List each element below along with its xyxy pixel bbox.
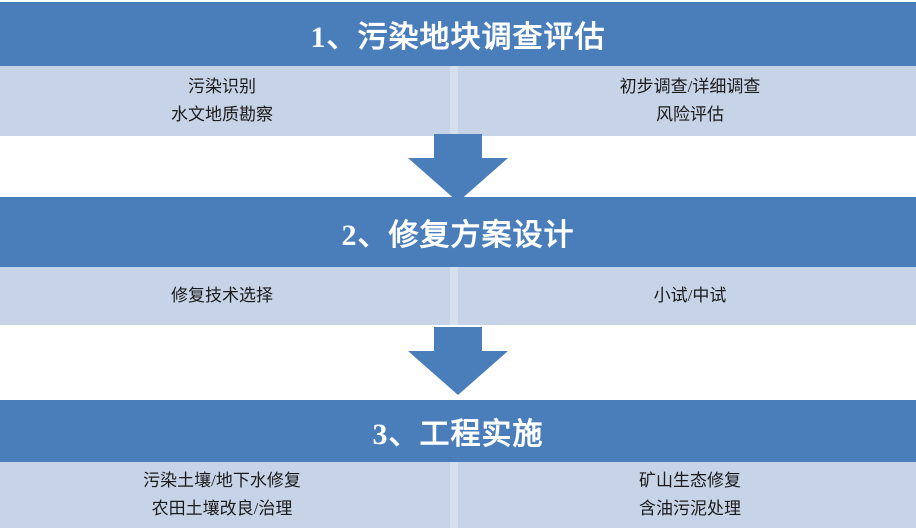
down-arrow-icon xyxy=(408,327,508,395)
stage-3-title: 3、工程实施 xyxy=(0,400,916,462)
stage-1: 1、污染地块调查评估 污染识别 水文地质勘察 初步调查/详细调查 风险评估 xyxy=(0,0,916,136)
stage-1-right-item-1: 初步调查/详细调查 xyxy=(619,76,761,96)
stage-2-column-right: 小试/中试 xyxy=(458,267,916,325)
stage-3-left-item-1: 污染土壤/地下水修复 xyxy=(143,470,301,490)
stage-2-column-left: 修复技术选择 xyxy=(0,267,458,325)
stage-1-left-item-1: 污染识别 xyxy=(188,76,256,96)
stage-1-left-item-2: 水文地质勘察 xyxy=(171,105,273,124)
connector-arrow-2 xyxy=(408,327,508,395)
stage-1-column-left: 污染识别 水文地质勘察 xyxy=(0,66,458,136)
stage-3-column-left: 污染土壤/地下水修复 农田土壤改良/治理 xyxy=(0,462,458,528)
stage-3: 3、工程实施 污染土壤/地下水修复 农田土壤改良/治理 矿山生态修复 含油污泥处… xyxy=(0,400,916,528)
stage-1-right-item-2: 风险评估 xyxy=(656,105,724,124)
stage-2-right-item-1: 小试/中试 xyxy=(653,285,727,305)
stage-2-left-item-1: 修复技术选择 xyxy=(171,285,273,305)
stage-3-left-item-2: 农田土壤改良/治理 xyxy=(151,499,293,518)
stage-3-column-right: 矿山生态修复 含油污泥处理 xyxy=(458,462,916,528)
connector-arrow-1 xyxy=(408,134,508,202)
stage-2: 2、修复方案设计 修复技术选择 小试/中试 xyxy=(0,197,916,325)
stage-1-body: 污染识别 水文地质勘察 初步调查/详细调查 风险评估 xyxy=(0,66,916,136)
down-arrow-icon xyxy=(408,134,508,202)
stage-3-body: 污染土壤/地下水修复 农田土壤改良/治理 矿山生态修复 含油污泥处理 xyxy=(0,462,916,528)
stage-1-column-right: 初步调查/详细调查 风险评估 xyxy=(458,66,916,136)
stage-3-right-item-1: 矿山生态修复 xyxy=(639,470,741,490)
stage-1-title: 1、污染地块调查评估 xyxy=(0,2,916,66)
stage-3-right-item-2: 含油污泥处理 xyxy=(639,499,741,518)
stage-2-body: 修复技术选择 小试/中试 xyxy=(0,267,916,325)
stage-2-title: 2、修复方案设计 xyxy=(0,197,916,267)
